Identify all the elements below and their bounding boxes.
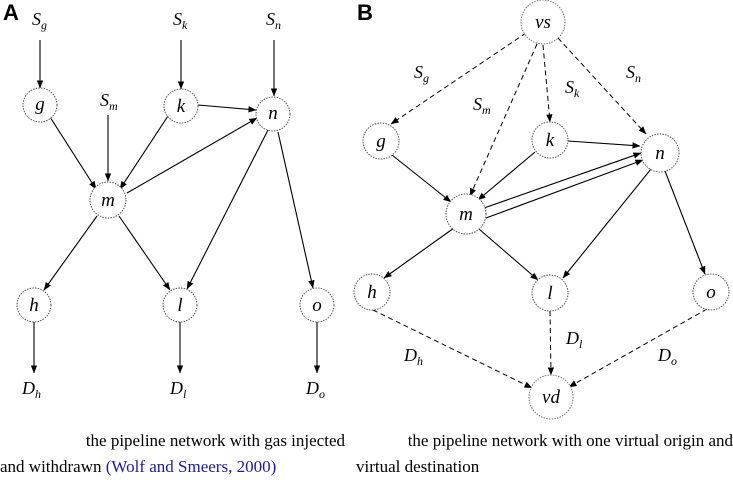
panel-b-virtual-edges <box>372 32 708 389</box>
node-b-h: h <box>353 273 391 311</box>
label-a-sg: Sg <box>32 9 47 32</box>
edge-a-m-h <box>43 215 98 291</box>
node-b-vs-label: vs <box>535 12 551 33</box>
edge-b-m-h <box>383 227 455 279</box>
label-a-sm: Sm <box>100 90 118 113</box>
node-b-l-label: l <box>547 283 552 304</box>
node-a-l: l <box>162 287 198 323</box>
edge-b-m-n-2 <box>485 159 644 219</box>
node-a-k: k <box>163 88 199 124</box>
node-b-o-label: o <box>706 282 716 303</box>
panel-a-letter: A <box>3 0 19 25</box>
edge-b-m-n <box>483 152 642 209</box>
panel-a-edges <box>30 40 321 374</box>
edge-b-o-vd <box>568 308 708 388</box>
panel-a-caption-line1: the pipeline network with gas injected <box>85 431 345 450</box>
node-a-m-label: m <box>101 190 115 211</box>
citation-link[interactable]: (Wolf and Smeers, 2000) <box>105 457 277 476</box>
node-a-k-label: k <box>177 96 186 117</box>
edge-a-n-l <box>186 129 269 290</box>
label-b-sg: Sg <box>414 62 429 85</box>
node-b-vd: vd <box>528 374 574 420</box>
edge-b-vs-n <box>557 37 647 135</box>
edge-b-h-vd <box>372 309 533 389</box>
edge-b-k-m <box>477 151 536 201</box>
node-a-h: h <box>16 287 52 323</box>
edge-a-k-m <box>119 115 169 190</box>
node-b-g: g <box>362 122 400 160</box>
panel-a-caption-line2: and withdrawn (Wolf and Smeers, 2000) <box>0 454 345 480</box>
node-a-l-label: l <box>177 295 182 316</box>
node-b-k-label: k <box>546 130 555 151</box>
label-b-dh: Dh <box>403 345 423 368</box>
edge-b-n-l <box>562 168 652 279</box>
label-b-do: Do <box>657 345 677 368</box>
node-b-o: o <box>692 273 730 311</box>
node-b-n-label: n <box>655 143 665 164</box>
edge-a-m-l <box>118 215 171 291</box>
panel-b-caption: the pipeline network with one virtual or… <box>356 428 733 480</box>
edge-b-l-vd <box>547 310 555 376</box>
node-b-vs: vs <box>520 0 566 45</box>
node-a-n-label: n <box>268 103 278 124</box>
panel-b-nodes: vs g k n m h l <box>353 0 730 420</box>
node-b-k: k <box>531 121 569 159</box>
panel-a-caption-line2-text: and withdrawn <box>0 457 106 476</box>
node-b-l: l <box>531 274 569 312</box>
node-a-o-label: o <box>312 295 322 316</box>
node-a-m: m <box>89 181 127 219</box>
panel-b: B vs <box>353 0 730 420</box>
edge-b-n-o <box>664 170 706 275</box>
label-b-sn: Sn <box>626 62 641 85</box>
panel-b-caption-line2: virtual destination <box>356 457 480 476</box>
panel-b-caption-line1: the pipeline network with one virtual or… <box>407 431 733 450</box>
edge-a-m-n <box>126 117 258 194</box>
edge-b-g-m <box>391 154 452 203</box>
edge-b-vs-m <box>469 43 538 197</box>
edge-b-k-n <box>567 140 641 149</box>
node-a-n: n <box>255 96 291 132</box>
label-a-sn: Sn <box>266 9 281 32</box>
panel-a-nodes: g k n m h l o <box>16 87 335 323</box>
node-b-g-label: g <box>376 131 386 152</box>
edge-b-vs-k <box>542 44 553 123</box>
panel-b-flow-labels: Sg Sm Sk Sn Dh Dl Do <box>403 62 677 368</box>
panel-a: A g k <box>3 0 335 401</box>
panel-a-caption: the pipeline network with gas injected a… <box>0 428 345 480</box>
node-a-o: o <box>299 287 335 323</box>
label-a-sk: Sk <box>173 9 188 32</box>
label-b-sk: Sk <box>565 77 580 100</box>
label-a-dl: Dl <box>169 378 187 401</box>
node-a-g: g <box>22 87 58 123</box>
label-b-sm: Sm <box>473 94 491 117</box>
node-a-g-label: g <box>35 94 45 115</box>
node-a-h-label: h <box>29 295 39 316</box>
label-a-dh: Dh <box>21 378 41 401</box>
edge-a-k-n <box>197 104 257 113</box>
node-b-m-label: m <box>459 204 473 225</box>
edge-b-vs-g <box>390 32 527 125</box>
node-b-h-label: h <box>367 282 377 303</box>
edge-a-n-o <box>277 131 315 289</box>
edge-b-m-l <box>478 228 539 281</box>
label-a-do: Do <box>305 378 325 401</box>
panel-a-flow-labels: Sg Sk Sn Sm Dh Dl Do <box>21 9 325 401</box>
label-b-dl: Dl <box>565 328 583 351</box>
node-b-vd-label: vd <box>542 387 560 408</box>
panel-b-letter: B <box>357 0 373 25</box>
panel-b-edges <box>383 140 706 281</box>
node-b-n: n <box>640 133 680 173</box>
edge-a-g-m <box>49 116 97 190</box>
node-b-m: m <box>445 193 487 235</box>
